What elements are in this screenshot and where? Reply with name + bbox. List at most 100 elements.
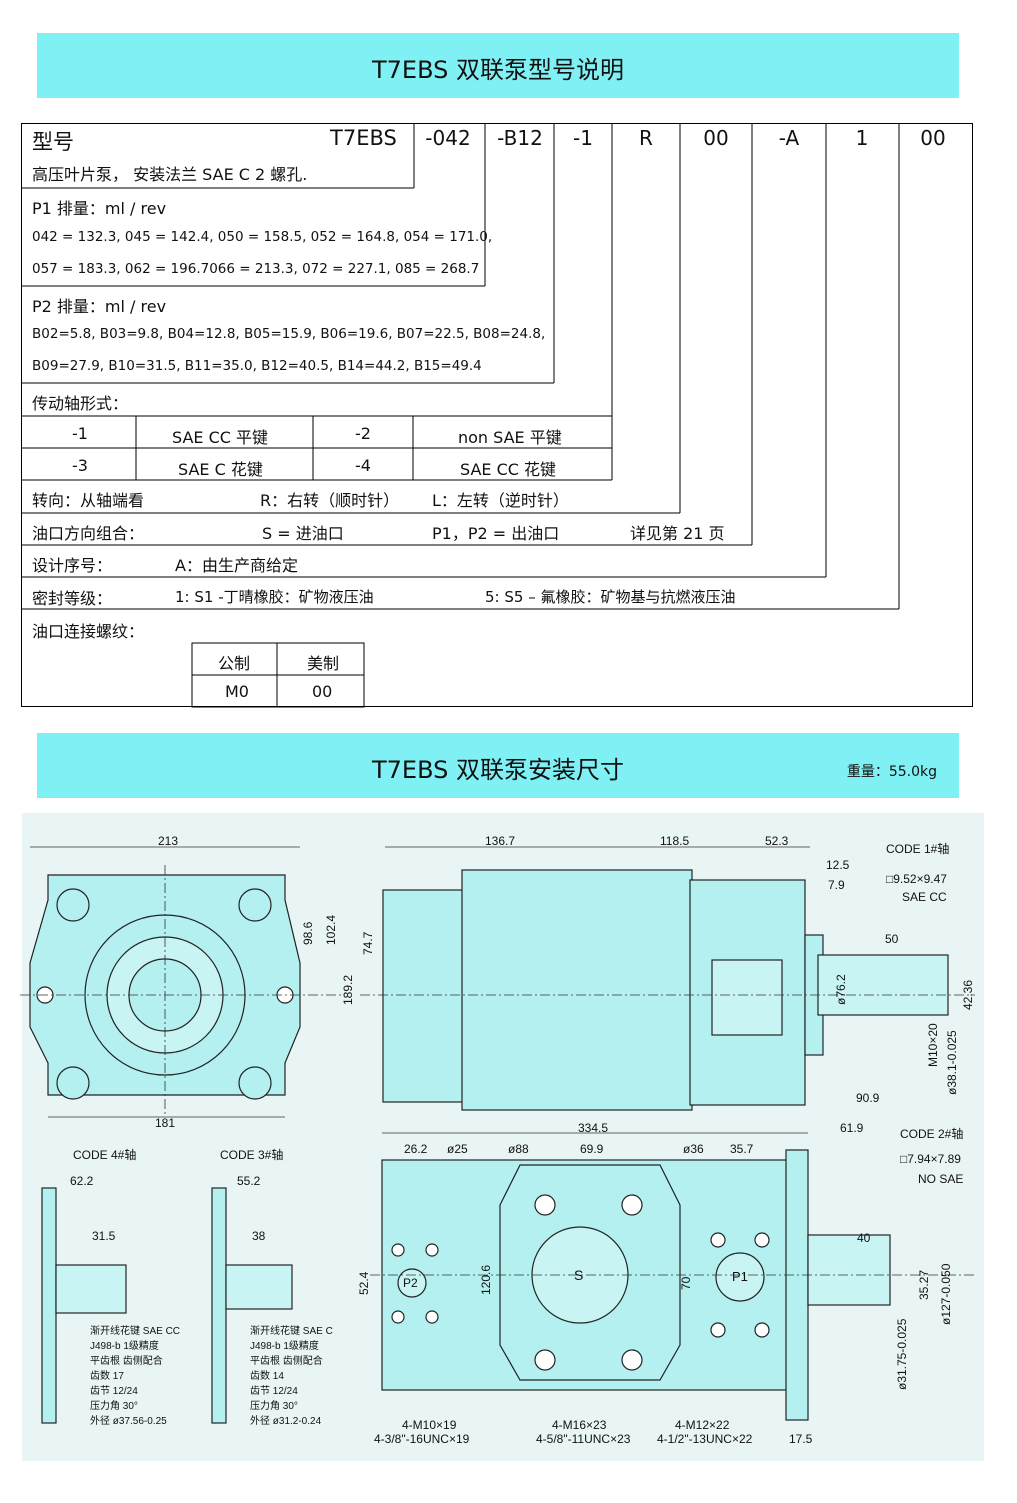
thread-header-metric: 公制 (218, 654, 251, 673)
seal-s1: 1: S1 -丁晴橡胶：矿物液压油 (175, 588, 374, 606)
seal-s5: 5: S5 – 氟橡胶：矿物基与抗燃液压油 (485, 588, 736, 606)
dim-plan-a: 26.2 (404, 1142, 428, 1156)
code4-dim-b: 31.5 (92, 1229, 116, 1243)
code2-title: CODE 2#轴 (900, 1126, 963, 1141)
thread-note-2b: 4-5/8"-11UNC×23 (536, 1432, 631, 1446)
code1-std: SAE CC (902, 890, 947, 904)
dim-side-e: 7.9 (828, 878, 845, 892)
dim-plan-h: 52.4 (357, 1271, 371, 1295)
dim-side-k: ø38.1-0.025 (945, 1030, 959, 1095)
shaft-title: 传动轴形式： (32, 394, 129, 413)
code3-note: 平齿根 齿侧配合 (250, 1354, 323, 1367)
model-label: 型号 (32, 130, 74, 154)
dim-side-b: 118.5 (660, 834, 689, 848)
code4-note: 齿数 17 (90, 1369, 124, 1382)
p2-line1: B02=5.8, B03=9.8, B04=12.8, B05=15.9, B0… (32, 326, 546, 342)
dim-plan-k: 40 (857, 1231, 871, 1245)
shaft-cell: -3 (72, 456, 88, 475)
thread-note-1b: 4-3/8"-16UNC×19 (374, 1432, 470, 1446)
shaft-cell: SAE CC 平键 (172, 428, 269, 447)
shaft-cell: SAE CC 花键 (460, 460, 557, 479)
rotation-left: L：左转（逆时针） (432, 491, 569, 510)
code3-title: CODE 3#轴 (220, 1147, 283, 1162)
dim-plan-n: ø31.75-0.025 (895, 1318, 909, 1390)
code3-note: 齿节 12/24 (250, 1385, 298, 1397)
code-displacement-p2: -B12 (497, 126, 543, 150)
code3-note: 渐开线花键 SAE C (250, 1324, 333, 1337)
rotation-right: R：右转（顺时针） (260, 491, 400, 510)
port-label: 油口方向组合： (32, 524, 145, 543)
code2-key: □7.94×7.89 (900, 1152, 961, 1166)
dim-plan-e: ø36 (683, 1142, 704, 1156)
p1-title: P1 排量：ml / rev (32, 199, 167, 218)
code3-dim-a: 55.2 (237, 1174, 261, 1188)
code-seal: 1 (855, 126, 869, 150)
dim-plan-b: ø25 (447, 1142, 468, 1156)
dim-plan-m: ø127-0.050 (939, 1263, 953, 1325)
code-shaft: -1 (573, 126, 593, 150)
p2-line2: B09=27.9, B10=31.5, B11=35.0, B12=40.5, … (32, 358, 482, 374)
port-ref: 详见第 21 页 (630, 524, 725, 543)
code1-title: CODE 1#轴 (886, 841, 949, 856)
dimension-banner: T7EBS 双联泵安装尺寸 重量：55.0kg (37, 733, 959, 798)
code-displacement-p1: -042 (425, 126, 471, 150)
thread-note-3b: 4-1/2"-13UNC×22 (657, 1432, 753, 1446)
shaft-cell: SAE C 花键 (178, 460, 263, 479)
dim-plan-len: 334.5 (578, 1121, 608, 1135)
port-s-label: S (574, 1267, 583, 1283)
thread-note-3a: 4-M12×22 (675, 1418, 730, 1432)
port-outlet: P1，P2 = 出油口 (432, 524, 560, 543)
dimension-title: T7EBS 双联泵安装尺寸 (372, 756, 624, 784)
thread-label: 油口连接螺纹： (32, 622, 145, 641)
port-suction: S = 进油口 (262, 524, 344, 543)
dim-front-d2: 102.4 (324, 915, 338, 945)
dim-front-d3: 189.2 (341, 975, 355, 1005)
dim-side-f: 50 (885, 932, 899, 946)
shaft-cell: -1 (72, 424, 88, 443)
dim-plan-j: 70 (679, 1276, 693, 1290)
dim-plan-l: 35.27 (917, 1270, 931, 1300)
thread-metric: M0 (225, 682, 249, 701)
p1-line2: 057 = 183.3, 062 = 196.7066 = 213.3, 072… (32, 261, 480, 277)
code4-note: 齿节 12/24 (90, 1385, 138, 1397)
dim-plan-d: 69.9 (580, 1142, 604, 1156)
dim-side-j: M10×20 (926, 1023, 940, 1067)
dim-front-top: 213 (158, 834, 178, 848)
code-thread: 00 (920, 126, 946, 150)
page-title: T7EBS 双联泵型号说明 (372, 56, 624, 84)
thread-note-1a: 4-M10×19 (402, 1418, 457, 1432)
design-a: A：由生产商给定 (175, 556, 298, 575)
dim-plan-c: ø88 (508, 1142, 529, 1156)
dim-side-c: 52.3 (765, 834, 789, 848)
port-p2-label: P2 (403, 1276, 418, 1290)
dim-plan-f: 35.7 (730, 1142, 754, 1156)
p2-title: P2 排量：ml / rev (32, 297, 167, 316)
rotation-label: 转向：从轴端看 (32, 491, 145, 510)
title-banner: T7EBS 双联泵型号说明 (37, 33, 959, 98)
installation-drawing: 213 181 98.6 102.4 189.2 136.7 118.5 52.… (20, 813, 984, 1461)
code4-note: 外径 ø37.56-0.25 (90, 1414, 167, 1427)
design-label: 设计序号： (32, 556, 113, 575)
code-table-lines (21, 123, 900, 708)
shaft-cell: -4 (355, 456, 371, 475)
shaft-cell: non SAE 平键 (458, 428, 562, 447)
code-design: -A (778, 126, 800, 150)
dim-front-d1: 98.6 (301, 921, 315, 945)
shaft-cell: -2 (355, 424, 371, 443)
code-port: 00 (703, 126, 729, 150)
code3-dim-b: 38 (252, 1229, 266, 1243)
code3-note: 外径 ø31.2-0.24 (250, 1414, 322, 1427)
code3-note: 压力角 30° (250, 1399, 298, 1412)
thread-us: 00 (312, 682, 333, 701)
dim-plan-i: 120.6 (479, 1265, 493, 1295)
model-code-table (21, 123, 973, 707)
seal-label: 密封等级： (32, 589, 113, 608)
model-base: T7EBS (330, 126, 397, 150)
code4-dim-a: 62.2 (70, 1174, 94, 1188)
dim-plan-o: 17.5 (789, 1432, 813, 1446)
thread-note-2a: 4-M16×23 (552, 1418, 607, 1432)
code4-note: J498-b 1级精度 (90, 1339, 159, 1352)
p1-line1: 042 = 132.3, 045 = 142.4, 050 = 158.5, 0… (32, 229, 493, 245)
code1-key: □9.52×9.47 (886, 872, 947, 886)
code4-note: 压力角 30° (90, 1399, 138, 1412)
